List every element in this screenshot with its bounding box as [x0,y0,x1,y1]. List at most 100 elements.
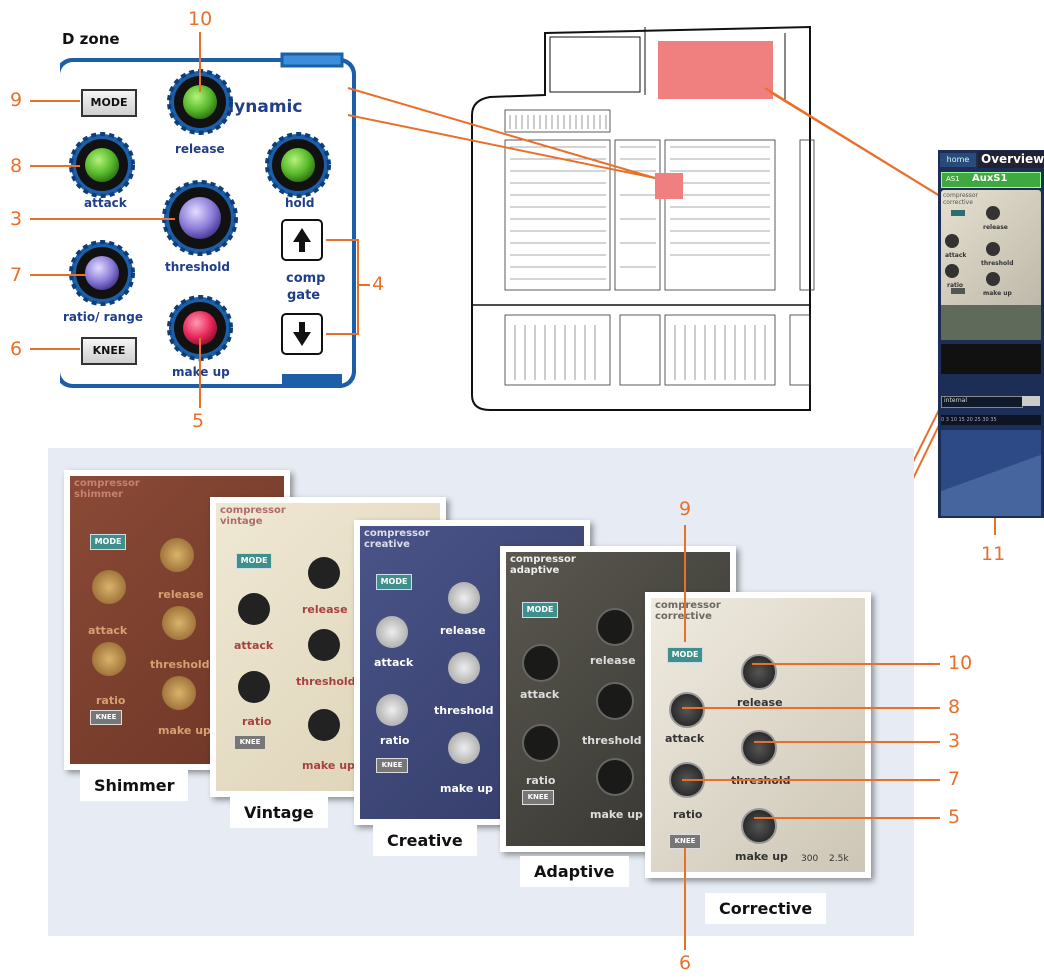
adaptive-threshold-label: threshold [582,734,642,747]
channel-name: AuxS1 [972,173,1008,184]
mini-makeup-knob[interactable] [986,272,1000,286]
mode-button[interactable]: MODE [81,89,137,117]
adaptive-release-knob[interactable] [596,608,634,646]
vintage-mode-button[interactable]: MODE [236,553,272,569]
creative-makeup-label: make up [440,782,493,795]
creative-ratio-knob[interactable] [376,694,408,726]
creative-mode-button[interactable]: MODE [376,574,412,590]
creative-threshold-label: threshold [434,704,494,717]
vintage-ratio-knob[interactable] [238,671,270,703]
shimmer-ratio-knob[interactable] [92,642,126,676]
shimmer-threshold-label: threshold [150,658,210,671]
mini-knee-button[interactable] [951,288,965,294]
home-tab[interactable]: home [940,153,976,167]
corrective-release-label: release [737,696,783,709]
creative-knee-button[interactable]: KNEE [376,758,408,773]
adaptive-knee-button[interactable]: KNEE [522,790,554,805]
corrective-caption: Corrective [705,893,827,924]
corrective-makeup-knob[interactable] [741,808,777,844]
mini-release-knob[interactable] [986,206,1000,220]
mini-eq-strip [941,305,1041,340]
vintage-release-label: release [302,603,348,616]
vintage-makeup-knob[interactable] [308,709,340,741]
mini-makeup-label: make up [983,290,1012,297]
channel-bar[interactable]: AS1 AuxS1 [941,172,1041,188]
corrective-footer-a: 300 [801,854,819,864]
overview-lower-panel [941,430,1041,516]
d-zone-title: D zone [62,30,120,48]
shimmer-attack-knob[interactable] [92,570,126,604]
creative-release-knob[interactable] [448,582,480,614]
vintage-release-knob[interactable] [308,557,340,589]
callout-6-corrective: 6 [679,952,692,974]
callout-9-left: 9 [10,89,23,111]
knee-button[interactable]: KNEE [81,337,137,365]
channel-badge: AS1 [946,175,960,183]
vintage-ratio-label: ratio [242,715,272,728]
mini-graph [941,344,1041,374]
creative-makeup-knob[interactable] [448,732,480,764]
gate-down-button[interactable] [281,313,323,355]
creative-threshold-knob[interactable] [448,652,480,684]
hold-knob[interactable] [265,132,331,198]
shimmer-makeup-knob[interactable] [162,676,196,710]
makeup-knob[interactable] [167,295,233,361]
mini-plugin-title: compressor corrective [943,192,979,206]
comp-up-button[interactable] [281,219,323,261]
release-label: release [175,142,225,156]
attack-label: attack [84,196,127,210]
adaptive-threshold-knob[interactable] [596,682,634,720]
corrective-knee-button[interactable]: KNEE [669,834,701,849]
shimmer-attack-label: attack [88,624,128,637]
adaptive-ratio-label: ratio [526,774,556,787]
adaptive-release-label: release [590,654,636,667]
shimmer-release-knob[interactable] [160,538,194,572]
corrective-footer-b: 2.5k [829,854,849,864]
adaptive-attack-knob[interactable] [522,644,560,682]
mini-attack-knob[interactable] [945,234,959,248]
vintage-attack-label: attack [234,639,274,652]
adaptive-mode-button[interactable]: MODE [522,602,558,618]
vintage-threshold-label: threshold [296,675,356,688]
corrective-threshold-knob[interactable] [741,730,777,766]
callout-10-top: 10 [188,8,213,30]
corrective-attack-knob[interactable] [669,692,705,728]
corrective-mode-button[interactable]: MODE [667,647,703,663]
callout-8-corrective: 8 [948,696,961,718]
adaptive-makeup-knob[interactable] [596,758,634,796]
attack-knob[interactable] [69,132,135,198]
internal-source[interactable]: internal [941,396,1023,408]
ratio-knob[interactable] [69,240,135,306]
creative-caption: Creative [373,825,477,856]
vintage-title: compressor vintage [220,505,286,527]
shimmer-knee-button[interactable]: KNEE [90,710,122,725]
mini-threshold-knob[interactable] [986,242,1000,256]
vintage-knee-button[interactable]: KNEE [234,735,266,750]
gate-label: gate [287,288,321,303]
mini-mode-button[interactable] [951,210,965,216]
overview-panel: home Overview AS1 AuxS1 compressor corre… [938,150,1044,518]
vintage-attack-knob[interactable] [238,593,270,625]
internal-button[interactable] [1022,396,1040,406]
callout-8-left: 8 [10,155,23,177]
mini-ratio-knob[interactable] [945,264,959,278]
mini-threshold-label: threshold [981,260,1014,267]
threshold-knob[interactable] [162,180,238,256]
corrective-panel: compressor corrective MODE release attac… [651,598,865,872]
callout-11: 11 [981,543,1006,565]
adaptive-title: compressor adaptive [510,554,576,576]
corrective-attack-label: attack [665,732,705,745]
callout-9-corrective: 9 [679,498,692,520]
creative-attack-knob[interactable] [376,616,408,648]
shimmer-title: compressor shimmer [74,478,140,500]
corrective-leader-lines [682,525,940,950]
shimmer-mode-button[interactable]: MODE [90,534,126,550]
adaptive-ratio-knob[interactable] [522,724,560,762]
callout-7-left: 7 [10,264,23,286]
corrective-makeup-label: make up [735,850,788,863]
creative-release-label: release [440,624,486,637]
vintage-threshold-knob[interactable] [308,629,340,661]
shimmer-threshold-knob[interactable] [162,606,196,640]
callout-6-left: 6 [10,338,23,360]
corrective-release-knob[interactable] [741,654,777,690]
